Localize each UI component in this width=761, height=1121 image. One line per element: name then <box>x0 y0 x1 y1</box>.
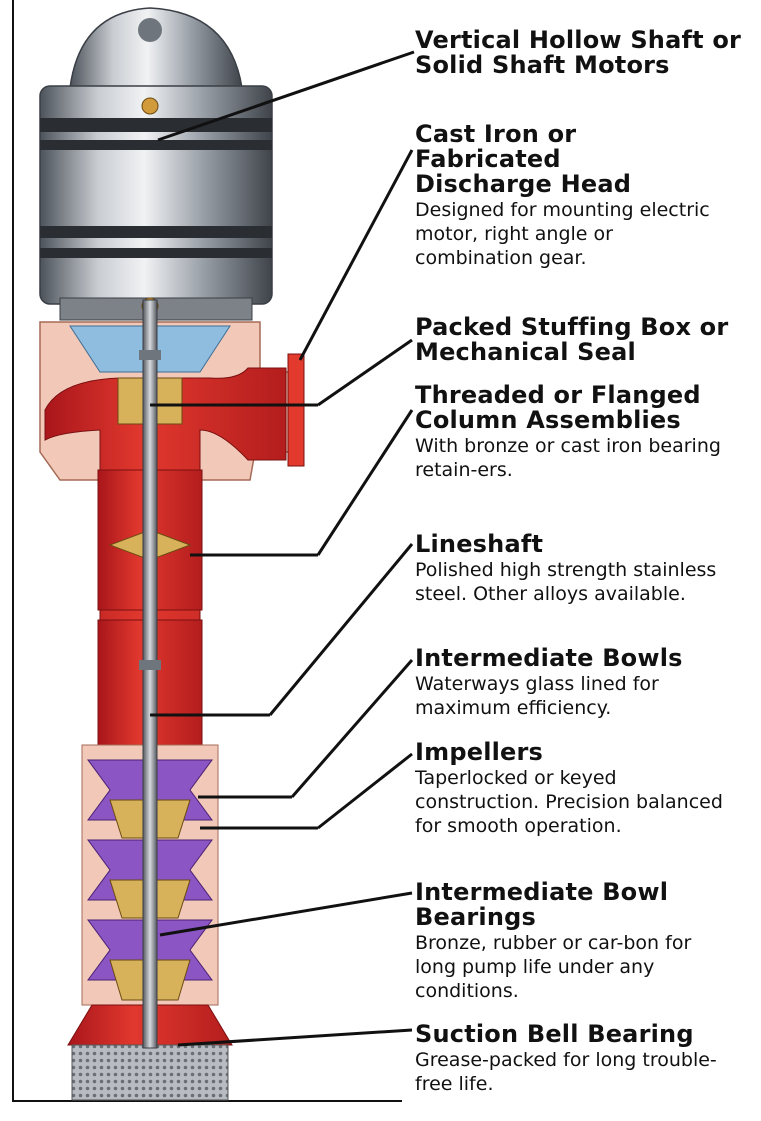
motor <box>40 8 272 320</box>
callout-description: Designed for mounting electric motor, ri… <box>415 198 735 270</box>
callout-description: Bronze, rubber or car-bon for long pump … <box>415 931 735 1003</box>
callout-motor: Vertical Hollow Shaft or Solid Shaft Mot… <box>415 28 755 78</box>
callout-description: Waterways glass lined for maximum effici… <box>415 672 750 720</box>
callout-column: Threaded or Flanged Column Assemblies Wi… <box>415 383 755 482</box>
callout-lineshaft: Lineshaft Polished high strength stainle… <box>415 532 755 606</box>
callout-title: Intermediate Bowl Bearings <box>415 880 745 930</box>
callout-title: Packed Stuffing Box or Mechanical Seal <box>415 315 755 365</box>
callout-suction-bell: Suction Bell Bearing Grease-packed for l… <box>415 1022 755 1096</box>
callout-title: Threaded or Flanged Column Assemblies <box>415 383 755 433</box>
callout-description: Polished high strength stainless steel. … <box>415 558 735 606</box>
callout-description: Taperlocked or keyed construction. Preci… <box>415 766 730 838</box>
callout-stuffing-box: Packed Stuffing Box or Mechanical Seal <box>415 315 755 365</box>
callout-intermediate-bowls: Intermediate Bowls Waterways glass lined… <box>415 646 755 720</box>
callout-title: Suction Bell Bearing <box>415 1022 755 1047</box>
callout-description: With bronze or cast iron bearing retain-… <box>415 434 745 482</box>
callout-title: Vertical Hollow Shaft or Solid Shaft Mot… <box>415 28 745 78</box>
callout-description: Grease-packed for long trouble-free life… <box>415 1048 735 1096</box>
callout-impellers: Impellers Taperlocked or keyed construct… <box>415 740 755 838</box>
callout-title: Intermediate Bowls <box>415 646 755 671</box>
callout-title: Lineshaft <box>415 532 755 557</box>
callout-discharge-head: Cast Iron or Fabricated Discharge Head D… <box>415 122 755 270</box>
callout-bowl-bearings: Intermediate Bowl Bearings Bronze, rubbe… <box>415 880 755 1003</box>
callout-title: Impellers <box>415 740 755 765</box>
callout-title: Cast Iron or Fabricated Discharge Head <box>415 122 675 197</box>
